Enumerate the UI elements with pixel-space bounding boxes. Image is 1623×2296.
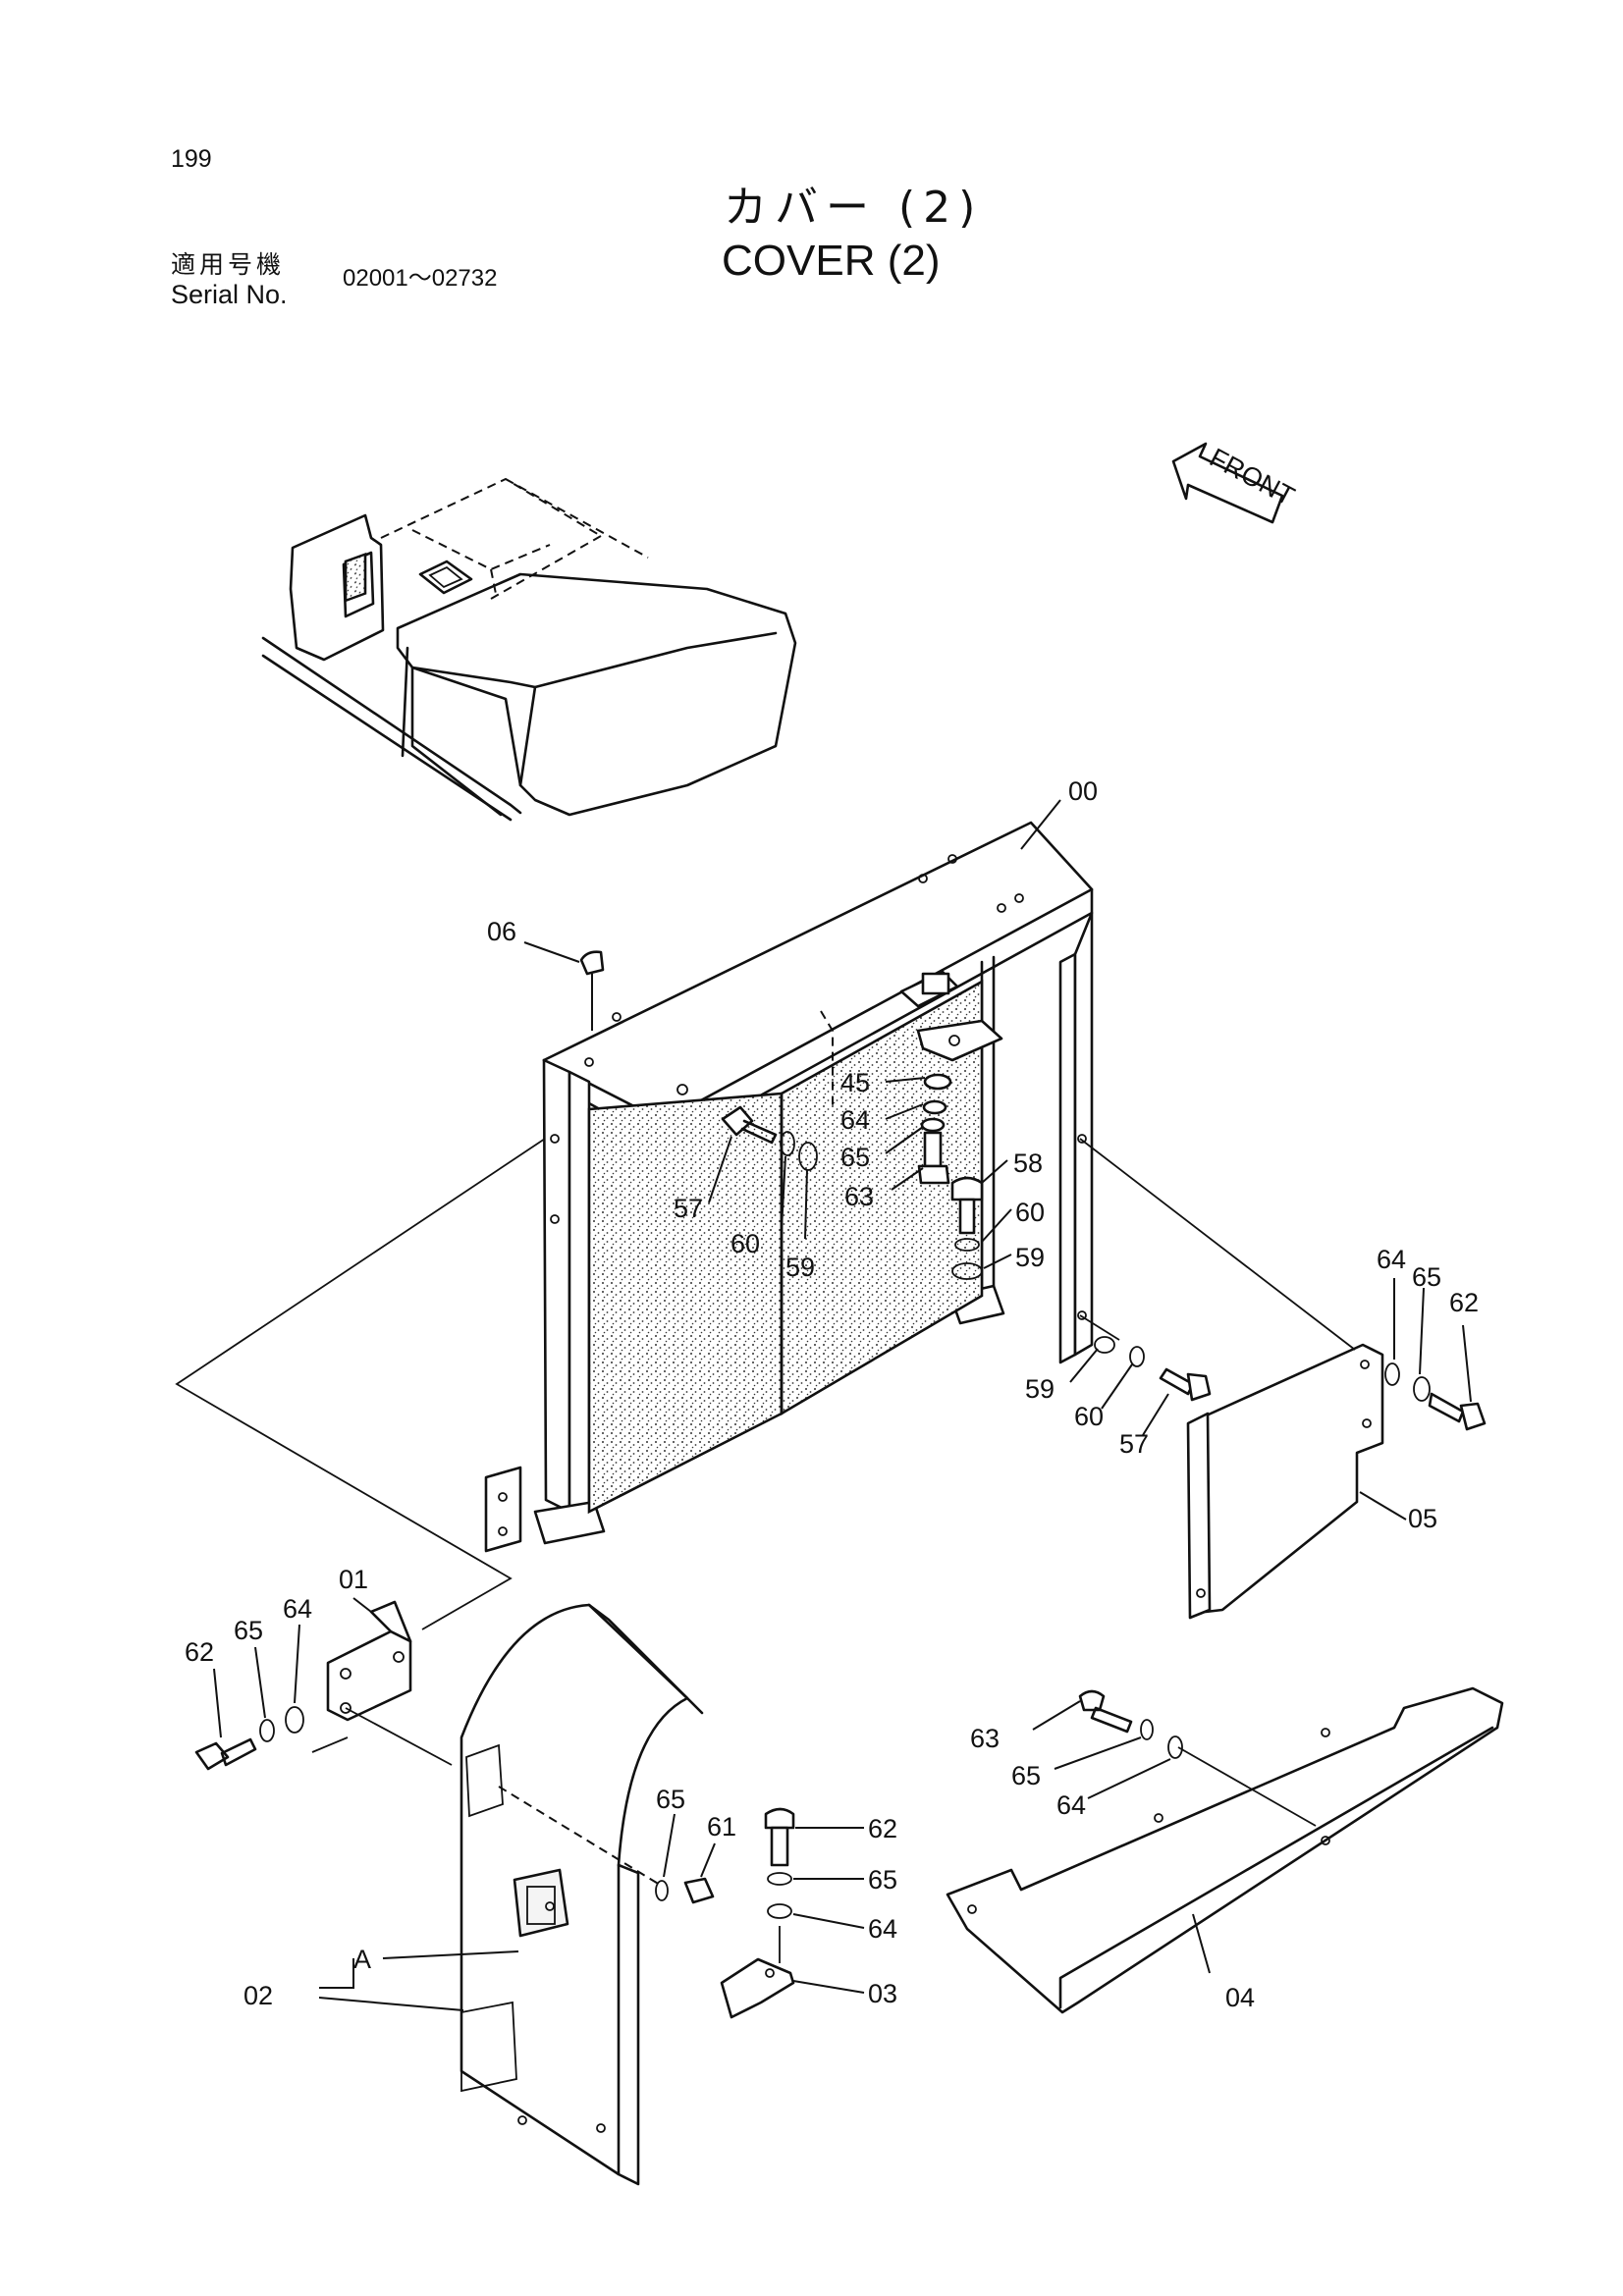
serial-range: 02001～02732 [343, 265, 498, 292]
callout-62-panel: 62 [1449, 1288, 1479, 1317]
callout-a: A [353, 1945, 371, 1974]
serial-label: Serial No. [171, 280, 288, 309]
callout-60-left: 60 [730, 1229, 760, 1258]
callout-61: 61 [707, 1812, 736, 1842]
callout-65-panel: 65 [1412, 1262, 1441, 1292]
front-arrow-icon: FRONT [1171, 442, 1299, 524]
callout-65-left: 65 [234, 1616, 263, 1645]
callout-59-right: 59 [1015, 1243, 1045, 1272]
callout-65-bracket: 65 [868, 1865, 897, 1895]
callout-64-rail: 64 [1056, 1790, 1086, 1820]
callout-64-panel: 64 [1377, 1245, 1406, 1274]
page-number: 199 [171, 145, 212, 173]
callout-64-center: 64 [840, 1105, 870, 1135]
callout-01: 01 [339, 1565, 368, 1594]
callout-labels: 00 06 45 64 65 63 57 60 59 58 60 59 64 6… [185, 776, 1479, 2012]
callout-59-left: 59 [785, 1253, 815, 1282]
callout-65-rail: 65 [1011, 1761, 1041, 1790]
callout-57-frame: 57 [1119, 1429, 1149, 1459]
callout-62-bracket: 62 [868, 1814, 897, 1843]
callout-63-rail: 63 [970, 1724, 1000, 1753]
machine-overview [261, 477, 797, 822]
callout-58: 58 [1013, 1148, 1043, 1178]
callout-06: 06 [487, 917, 516, 946]
callout-64-left: 64 [283, 1594, 312, 1624]
leader-lines [213, 799, 1472, 2011]
callout-63-center: 63 [844, 1182, 874, 1211]
assembly-lines [175, 1138, 1356, 1963]
callout-65-center: 65 [840, 1143, 870, 1172]
page-title: COVER (2) [722, 237, 941, 285]
callout-02: 02 [243, 1981, 273, 2010]
callout-04: 04 [1225, 1983, 1255, 2012]
callout-03: 03 [868, 1979, 897, 2008]
callout-62-left: 62 [185, 1637, 214, 1667]
callout-65-nut: 65 [656, 1785, 685, 1814]
callout-59-frame: 59 [1025, 1374, 1055, 1404]
serial-label-japanese: 適用号機 [171, 250, 286, 279]
radiator-frame-00 [484, 821, 1094, 1553]
callout-45: 45 [840, 1068, 870, 1097]
page-title-japanese: カバー (2) [724, 183, 984, 233]
callout-57-left: 57 [674, 1194, 703, 1223]
callout-00: 00 [1068, 776, 1098, 806]
callout-64-bracket: 64 [868, 1914, 897, 1944]
callout-60-frame: 60 [1074, 1402, 1104, 1431]
callout-60-right: 60 [1015, 1198, 1045, 1227]
fasteners [194, 950, 1504, 2186]
callout-05: 05 [1408, 1504, 1437, 1533]
